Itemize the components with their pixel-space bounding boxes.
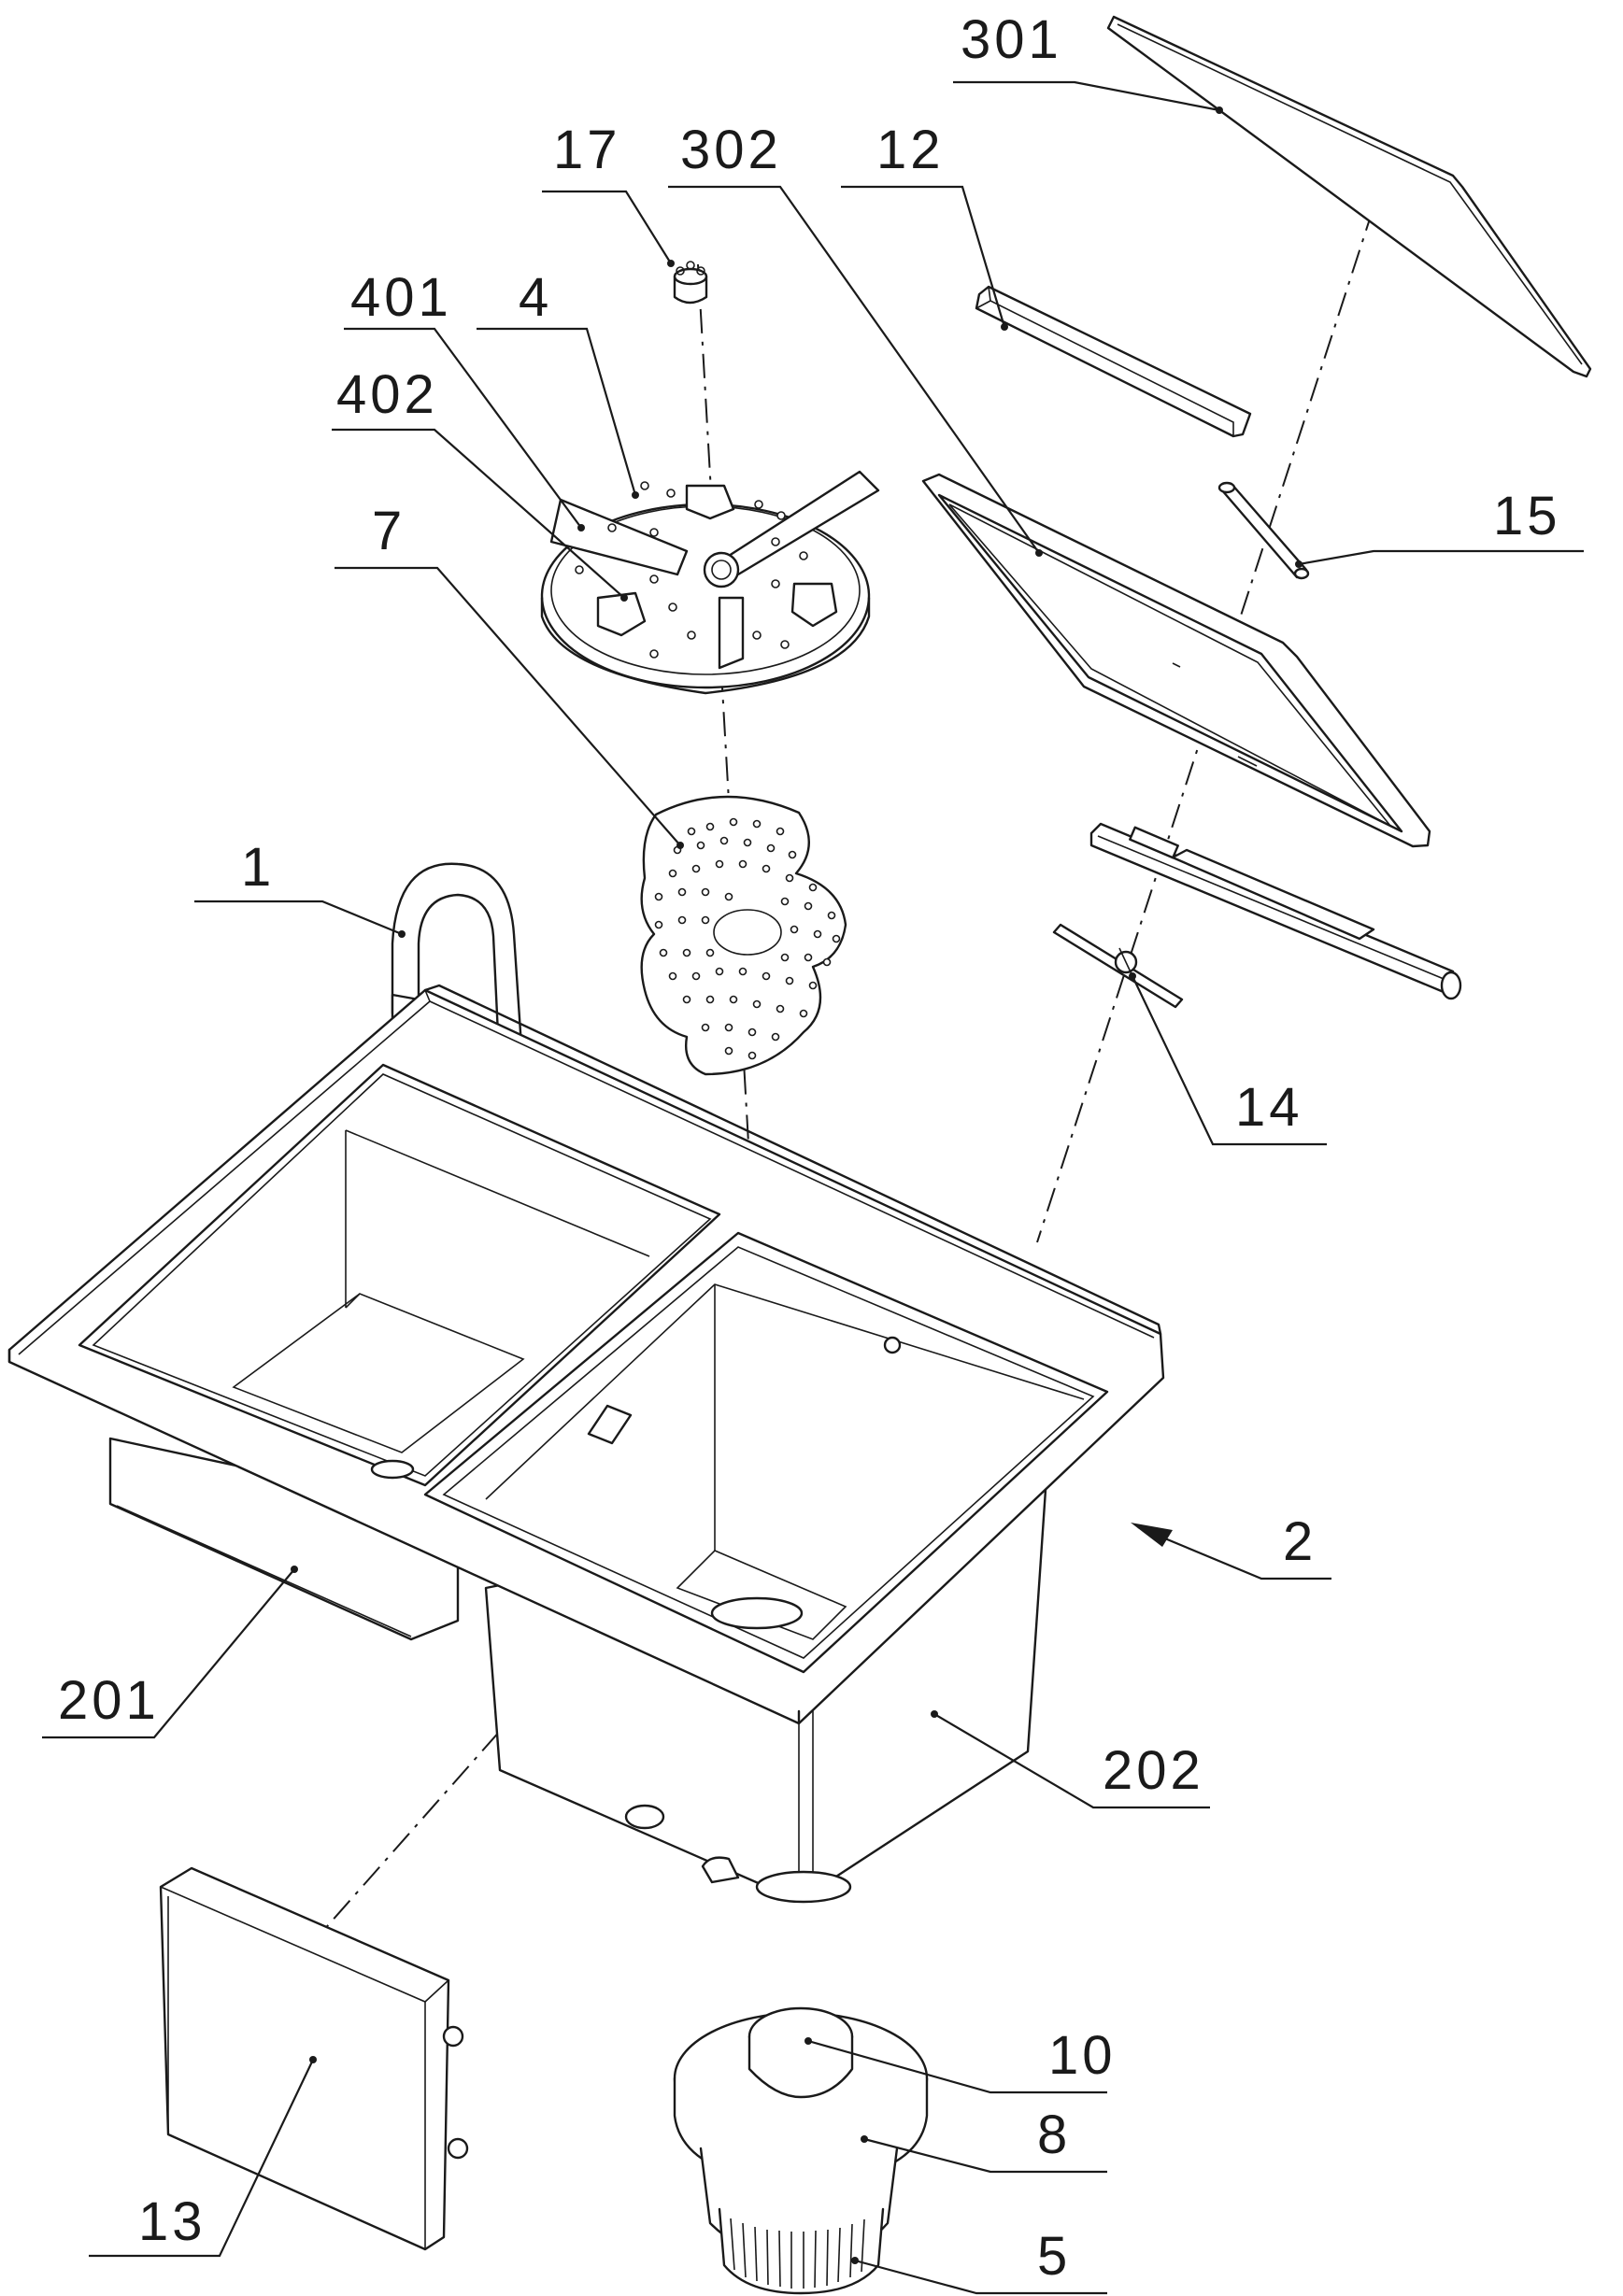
label-15: 15 [1493, 486, 1561, 546]
label-8: 8 [1037, 2105, 1071, 2165]
label-12: 12 [876, 120, 945, 180]
part-302-frame [923, 475, 1430, 846]
label-202: 202 [1103, 1740, 1204, 1801]
label-13: 13 [138, 2191, 206, 2252]
part-12-slide-rail [976, 287, 1250, 436]
label-4: 4 [519, 267, 552, 328]
label-302: 302 [680, 120, 782, 180]
label-2: 2 [1283, 1511, 1317, 1572]
label-10: 10 [1048, 2025, 1117, 2086]
label-17: 17 [553, 120, 621, 180]
part-17-hub [675, 262, 706, 303]
label-5: 5 [1037, 2226, 1071, 2287]
part-5-grinder-ring [719, 2209, 883, 2293]
part-10-stopper [749, 2008, 852, 2097]
part-7-strainer-plate [642, 797, 846, 1074]
part-4-rotor-disc [542, 472, 878, 693]
part-14-drive-shaft [1054, 824, 1460, 1007]
label-201: 201 [58, 1670, 160, 1731]
label-401: 401 [350, 267, 452, 328]
label-14: 14 [1235, 1077, 1303, 1138]
label-7: 7 [372, 501, 406, 561]
part-15-pin [1219, 483, 1308, 578]
part-2-sink [9, 985, 1163, 1902]
part-301-cover-plate [1108, 17, 1590, 376]
label-402: 402 [336, 364, 438, 425]
label-1: 1 [241, 837, 275, 898]
label-301: 301 [961, 9, 1062, 70]
